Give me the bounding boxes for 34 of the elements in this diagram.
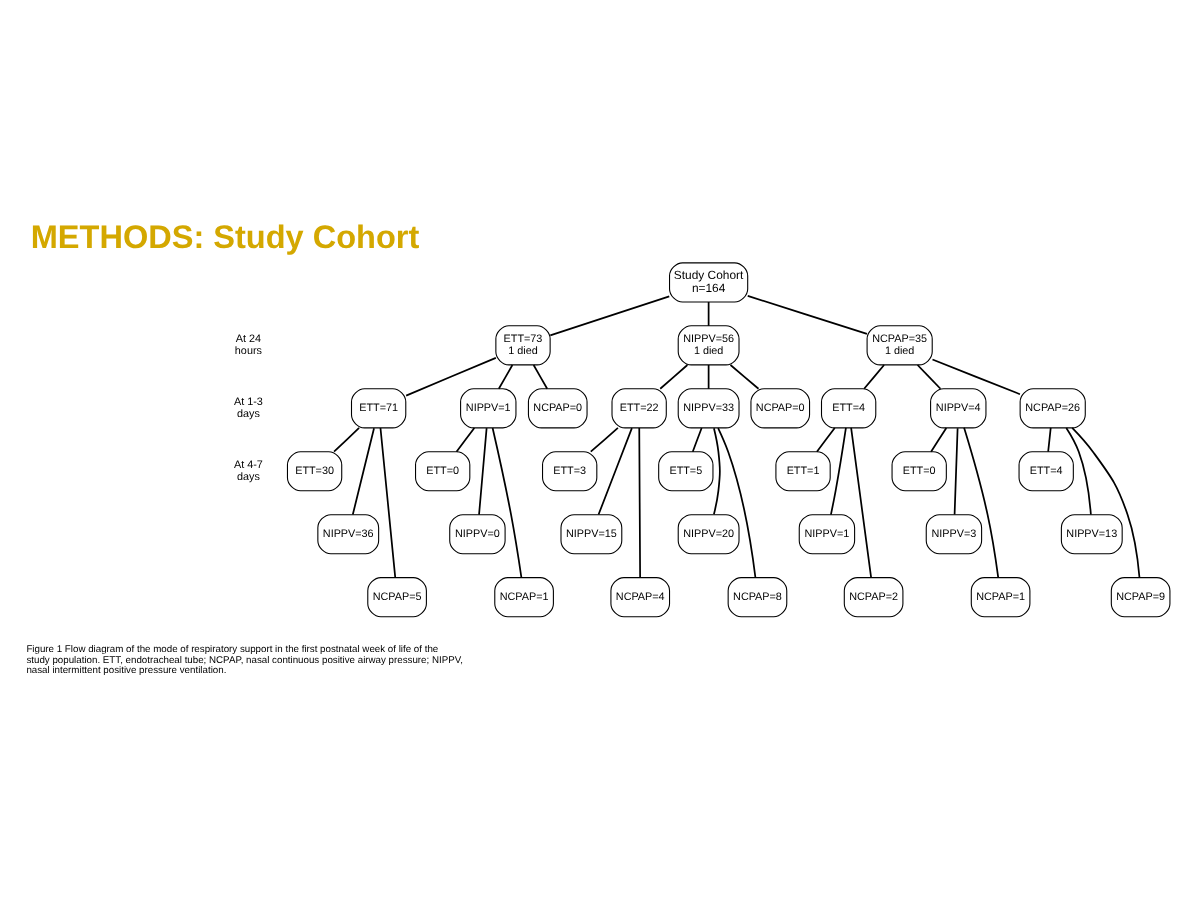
connector	[963, 427, 1000, 579]
connector	[549, 295, 671, 337]
connector	[816, 427, 836, 453]
connector	[497, 364, 514, 390]
connector	[691, 427, 703, 453]
connector	[455, 427, 476, 453]
connector	[713, 427, 721, 516]
connector	[830, 426, 847, 516]
connector	[1065, 427, 1092, 516]
connector	[707, 301, 710, 327]
connector	[850, 427, 872, 579]
connector	[333, 427, 360, 453]
connector	[597, 427, 633, 516]
connector	[589, 427, 619, 453]
diagram-title: METHODS: Study Cohort	[30, 219, 420, 256]
connector	[863, 364, 885, 390]
connector	[931, 358, 1021, 396]
connector	[491, 427, 523, 579]
connector	[729, 364, 760, 390]
connector	[953, 427, 959, 516]
connector	[916, 364, 942, 390]
connector	[746, 295, 868, 335]
connector	[707, 364, 710, 390]
connector	[379, 427, 397, 579]
connector	[478, 427, 488, 516]
connector	[405, 357, 497, 397]
connector	[532, 364, 549, 390]
connector	[1071, 427, 1141, 579]
connector	[351, 427, 375, 516]
connector	[638, 427, 641, 579]
connector	[930, 427, 948, 453]
connector	[1047, 427, 1052, 453]
connector	[717, 427, 757, 579]
connector	[659, 364, 689, 390]
